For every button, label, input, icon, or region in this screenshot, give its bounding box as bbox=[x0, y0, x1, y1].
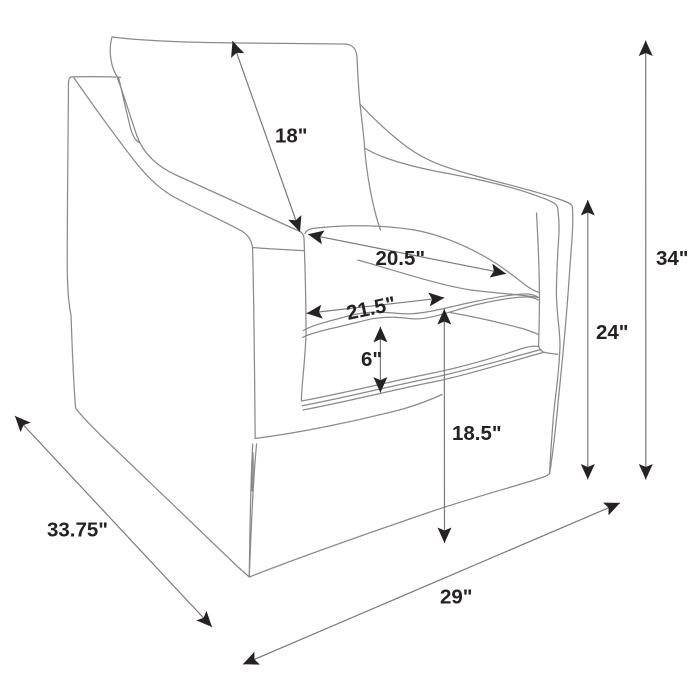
svg-text:33.75": 33.75" bbox=[47, 518, 108, 541]
svg-text:29": 29" bbox=[440, 586, 473, 609]
svg-text:18.5": 18.5" bbox=[452, 422, 502, 445]
svg-text:24": 24" bbox=[596, 321, 629, 344]
svg-text:6": 6" bbox=[361, 348, 382, 371]
svg-text:18": 18" bbox=[275, 125, 308, 148]
svg-text:34": 34" bbox=[656, 247, 689, 270]
svg-text:20.5": 20.5" bbox=[376, 247, 426, 270]
